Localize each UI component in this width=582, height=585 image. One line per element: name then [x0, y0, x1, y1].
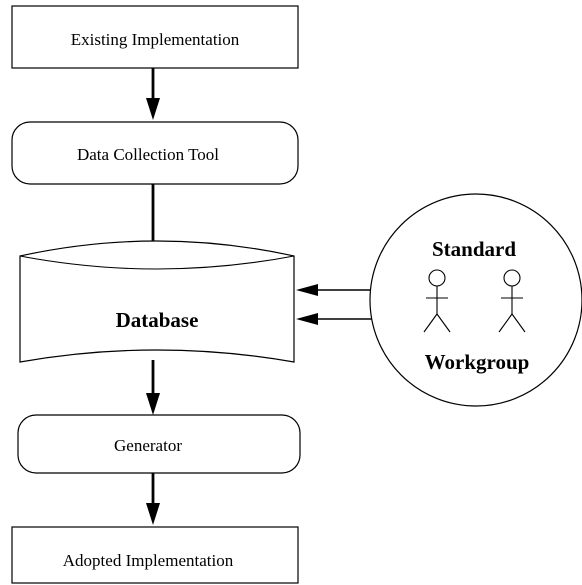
arrow-workgroup-to-database-1	[296, 284, 372, 296]
arrow-generator-to-adopted	[146, 473, 160, 525]
node-database-label: Database	[116, 308, 199, 332]
arrow-existing-to-collection	[146, 68, 160, 120]
node-data-collection-tool-label: Data Collection Tool	[77, 145, 219, 164]
person-icon	[498, 269, 526, 333]
workgroup-label-line2: Workgroup	[425, 350, 530, 374]
node-standard-workgroup: Standard Workgroup	[369, 193, 582, 407]
node-database: Database	[19, 240, 295, 363]
arrow-database-to-generator	[146, 360, 160, 415]
node-generator-label: Generator	[114, 436, 182, 455]
node-adopted-implementation-label: Adopted Implementation	[63, 551, 234, 570]
node-existing-implementation: Existing Implementation	[11, 5, 299, 69]
node-existing-implementation-label: Existing Implementation	[71, 30, 240, 49]
node-data-collection-tool: Data Collection Tool	[11, 121, 299, 185]
person-icon	[423, 269, 451, 333]
workgroup-label-line1: Standard	[432, 237, 516, 261]
node-generator: Generator	[17, 414, 301, 474]
arrow-workgroup-to-database-2	[296, 313, 372, 325]
node-adopted-implementation: Adopted Implementation	[11, 526, 299, 584]
